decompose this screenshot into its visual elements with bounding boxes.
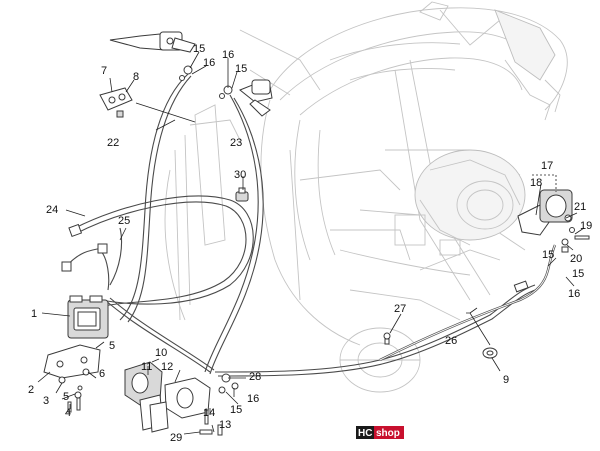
banjo-fittings-top <box>179 65 233 99</box>
callout-1: 1 <box>31 308 37 320</box>
clip-part-27 <box>383 332 391 345</box>
callout-10: 10 <box>155 347 167 359</box>
callout-22: 22 <box>107 137 119 149</box>
leader-lines <box>37 51 585 435</box>
callout-4: 4 <box>65 407 71 419</box>
callout-19: 19 <box>580 220 592 232</box>
callout-16: 16 <box>568 288 580 300</box>
logo-brand-box <box>356 426 374 439</box>
callout-30: 30 <box>234 169 246 181</box>
callout-7: 7 <box>101 65 107 77</box>
callout-26: 26 <box>445 335 457 347</box>
callout-12: 12 <box>161 361 173 373</box>
callout-16: 16 <box>247 393 259 405</box>
callout-23: 23 <box>230 137 242 149</box>
callout-numbers: 15 16 16 15 7 8 22 23 30 24 25 17 18 21 … <box>28 43 592 444</box>
abs-bracket-part-2 <box>43 344 101 379</box>
left-brake-lever <box>109 31 196 53</box>
logo-suffix-text: shop <box>376 428 400 439</box>
front-brake-caliper <box>124 361 223 436</box>
callout-15: 15 <box>193 43 205 55</box>
callout-18: 18 <box>530 177 542 189</box>
right-brake-lever <box>239 79 273 117</box>
callout-28: 28 <box>249 371 261 383</box>
callout-15: 15 <box>542 249 554 261</box>
callout-5: 5 <box>63 391 69 403</box>
bracket-part-7-8 <box>99 87 133 118</box>
callout-13: 13 <box>219 419 231 431</box>
grommet-part-9 <box>482 347 498 359</box>
callout-2: 2 <box>28 384 34 396</box>
small-hardware-3-4-5-6 <box>58 368 90 413</box>
banjo-fitting-28 <box>218 373 239 394</box>
callout-25: 25 <box>118 215 130 227</box>
callout-9: 9 <box>503 374 509 386</box>
brake-lines <box>61 73 557 377</box>
hcshop-logo: HC shop <box>356 426 404 439</box>
callout-16: 16 <box>222 49 234 61</box>
callout-21: 21 <box>574 201 586 213</box>
callout-5: 5 <box>109 340 115 352</box>
callout-17: 17 <box>541 160 553 172</box>
callout-24: 24 <box>46 204 58 216</box>
callout-20: 20 <box>570 253 582 265</box>
clip-part-30 <box>235 187 249 202</box>
engine-ghost <box>394 149 526 256</box>
callout-14: 14 <box>203 407 215 419</box>
callout-16: 16 <box>203 57 215 69</box>
callout-15: 15 <box>572 268 584 280</box>
callout-3: 3 <box>43 395 49 407</box>
callout-6: 6 <box>99 368 105 380</box>
rear-brake-caliper <box>517 189 590 253</box>
callout-15: 15 <box>235 63 247 75</box>
callout-11: 11 <box>141 361 152 373</box>
callout-29: 29 <box>170 432 182 444</box>
logo-brand-text: HC <box>358 428 372 439</box>
scooter-body-outline <box>164 1 568 393</box>
callout-15: 15 <box>230 404 242 416</box>
callout-8: 8 <box>133 71 139 83</box>
callout-27: 27 <box>394 303 406 315</box>
abs-hydraulic-unit <box>67 295 109 339</box>
